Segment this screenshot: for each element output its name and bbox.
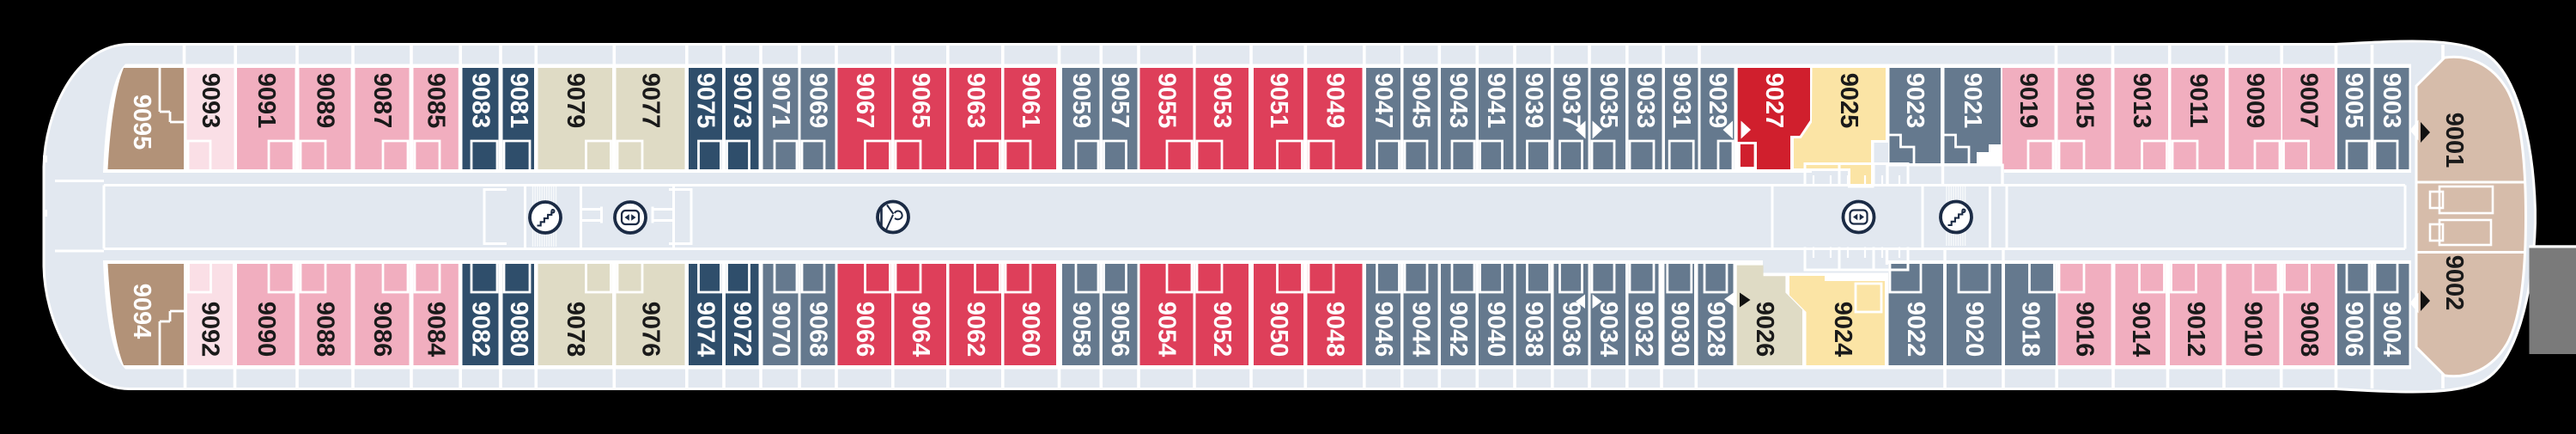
svg-text:9056: 9056 xyxy=(1106,302,1133,358)
svg-text:9024: 9024 xyxy=(1829,302,1856,358)
svg-text:9085: 9085 xyxy=(422,73,450,129)
svg-text:9073: 9073 xyxy=(728,73,756,129)
svg-text:9020: 9020 xyxy=(1960,302,1988,358)
svg-text:9044: 9044 xyxy=(1407,302,1435,358)
svg-text:9083: 9083 xyxy=(467,73,495,129)
svg-text:9087: 9087 xyxy=(368,73,396,129)
svg-text:9093: 9093 xyxy=(197,73,224,129)
svg-text:9079: 9079 xyxy=(562,73,589,129)
svg-text:9086: 9086 xyxy=(368,302,396,358)
svg-text:9052: 9052 xyxy=(1208,302,1236,358)
svg-text:9068: 9068 xyxy=(805,302,832,358)
svg-text:9011: 9011 xyxy=(2184,74,2212,128)
svg-text:9081: 9081 xyxy=(505,73,532,129)
svg-text:9051: 9051 xyxy=(1265,73,1292,129)
svg-text:9029: 9029 xyxy=(1704,73,1731,129)
svg-text:9023: 9023 xyxy=(1901,73,1929,129)
svg-text:9034: 9034 xyxy=(1595,302,1622,358)
svg-text:9058: 9058 xyxy=(1067,302,1095,358)
svg-text:9019: 9019 xyxy=(2014,73,2042,129)
svg-text:9035: 9035 xyxy=(1595,73,1622,129)
svg-text:9088: 9088 xyxy=(312,302,339,358)
svg-text:9013: 9013 xyxy=(2128,73,2155,129)
svg-text:9082: 9082 xyxy=(467,302,495,358)
svg-text:9060: 9060 xyxy=(1017,302,1044,358)
svg-text:9078: 9078 xyxy=(562,302,589,358)
svg-text:9055: 9055 xyxy=(1153,73,1181,129)
svg-text:9061: 9061 xyxy=(1017,73,1044,129)
svg-text:9041: 9041 xyxy=(1482,73,1510,129)
svg-text:9049: 9049 xyxy=(1321,73,1349,129)
svg-text:9045: 9045 xyxy=(1407,73,1435,129)
svg-text:9015: 9015 xyxy=(2071,73,2099,129)
svg-text:9033: 9033 xyxy=(1631,73,1659,129)
svg-text:9067: 9067 xyxy=(851,73,878,129)
svg-text:9048: 9048 xyxy=(1321,302,1349,358)
svg-text:9030: 9030 xyxy=(1666,302,1693,358)
svg-text:9003: 9003 xyxy=(2378,73,2405,129)
svg-text:9032: 9032 xyxy=(1630,302,1657,358)
svg-text:9037: 9037 xyxy=(1558,73,1585,129)
svg-text:9070: 9070 xyxy=(767,302,794,358)
svg-text:9091: 9091 xyxy=(252,73,280,129)
svg-text:9001: 9001 xyxy=(2440,113,2468,168)
svg-text:9095: 9095 xyxy=(128,95,155,150)
svg-text:9005: 9005 xyxy=(2340,73,2367,129)
svg-text:9021: 9021 xyxy=(1959,73,1986,129)
svg-text:9080: 9080 xyxy=(505,302,532,358)
svg-text:9054: 9054 xyxy=(1153,302,1181,358)
svg-text:9075: 9075 xyxy=(692,73,720,129)
svg-text:9010: 9010 xyxy=(2239,302,2267,358)
svg-text:9036: 9036 xyxy=(1558,302,1585,358)
svg-text:9009: 9009 xyxy=(2241,73,2269,129)
svg-text:9053: 9053 xyxy=(1208,73,1236,129)
svg-text:9084: 9084 xyxy=(422,302,450,358)
svg-text:9028: 9028 xyxy=(1702,302,1729,358)
svg-text:9074: 9074 xyxy=(692,302,720,358)
svg-text:9089: 9089 xyxy=(312,73,339,129)
svg-text:9059: 9059 xyxy=(1067,73,1095,129)
svg-text:9077: 9077 xyxy=(637,73,665,129)
svg-text:9076: 9076 xyxy=(637,302,665,358)
svg-text:9008: 9008 xyxy=(2295,302,2323,358)
svg-text:9063: 9063 xyxy=(962,73,989,129)
svg-text:9002: 9002 xyxy=(2440,255,2468,311)
svg-text:9004: 9004 xyxy=(2378,302,2405,358)
svg-text:9026: 9026 xyxy=(1751,302,1778,358)
svg-text:9022: 9022 xyxy=(1902,302,1929,358)
svg-text:9090: 9090 xyxy=(252,302,280,358)
svg-text:9094: 9094 xyxy=(128,284,155,339)
svg-text:9046: 9046 xyxy=(1370,302,1397,358)
svg-text:9042: 9042 xyxy=(1444,302,1472,358)
svg-text:9047: 9047 xyxy=(1370,73,1397,129)
svg-text:9016: 9016 xyxy=(2071,302,2099,358)
svg-text:9031: 9031 xyxy=(1668,73,1695,129)
svg-text:9071: 9071 xyxy=(767,73,794,129)
svg-text:9072: 9072 xyxy=(728,302,756,358)
svg-text:9014: 9014 xyxy=(2127,302,2154,358)
svg-text:9027: 9027 xyxy=(1760,73,1788,129)
svg-text:9043: 9043 xyxy=(1444,73,1472,129)
svg-text:9006: 9006 xyxy=(2340,302,2367,358)
svg-text:9012: 9012 xyxy=(2182,302,2209,358)
svg-text:9025: 9025 xyxy=(1835,73,1862,129)
svg-text:9065: 9065 xyxy=(907,73,934,129)
svg-text:9040: 9040 xyxy=(1482,302,1510,358)
svg-text:9064: 9064 xyxy=(907,302,934,358)
svg-text:9038: 9038 xyxy=(1520,302,1547,358)
svg-text:9057: 9057 xyxy=(1106,73,1133,129)
svg-text:9069: 9069 xyxy=(805,73,832,129)
svg-text:9066: 9066 xyxy=(851,302,878,358)
svg-text:9007: 9007 xyxy=(2295,73,2323,129)
svg-text:9050: 9050 xyxy=(1265,302,1292,358)
svg-text:9092: 9092 xyxy=(197,302,224,358)
svg-text:9062: 9062 xyxy=(962,302,989,358)
svg-text:9018: 9018 xyxy=(2017,302,2044,358)
svg-text:9039: 9039 xyxy=(1520,73,1547,129)
